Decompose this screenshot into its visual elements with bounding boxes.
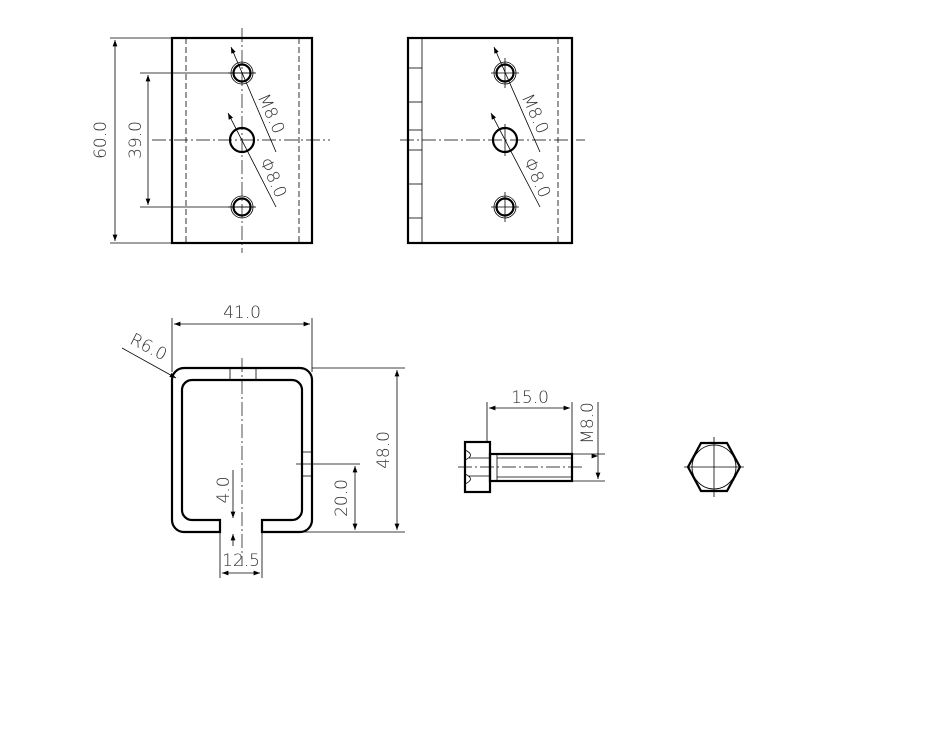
bolt-side-view: 15.0 M8.0 xyxy=(458,388,605,494)
dim-41: 41.0 xyxy=(223,303,261,323)
radius-label: R6.0 xyxy=(126,330,170,365)
bolt-thread-dim: M8.0 xyxy=(578,402,598,444)
hole-dia-label-back: Φ8.0 xyxy=(519,155,554,201)
front-view: 60.0 39.0 M8.0 Φ8.0 xyxy=(91,28,330,253)
bolt-length-dim: 15.0 xyxy=(511,388,549,408)
dim-48: 48.0 xyxy=(374,431,394,469)
dim-39: 39.0 xyxy=(126,121,146,159)
bolt-end-view xyxy=(684,437,744,497)
dim-60: 60.0 xyxy=(91,121,111,159)
dim-4: 4.0 xyxy=(214,476,234,503)
dim-20: 20.0 xyxy=(332,479,352,517)
profile-view: 41.0 R6.0 48.0 20.0 4.0 12.5 xyxy=(121,303,405,578)
bolt-shank xyxy=(488,452,574,483)
hole-dia-label-front: Φ8.0 xyxy=(255,155,290,201)
thread-label-front: M8.0 xyxy=(253,91,288,137)
back-view: M8.0 Φ8.0 xyxy=(400,36,585,245)
thread-label-back: M8.0 xyxy=(517,91,552,137)
back-plate-outline xyxy=(406,36,574,245)
hole-middle xyxy=(228,126,256,154)
dim-12-5: 12.5 xyxy=(222,551,260,571)
